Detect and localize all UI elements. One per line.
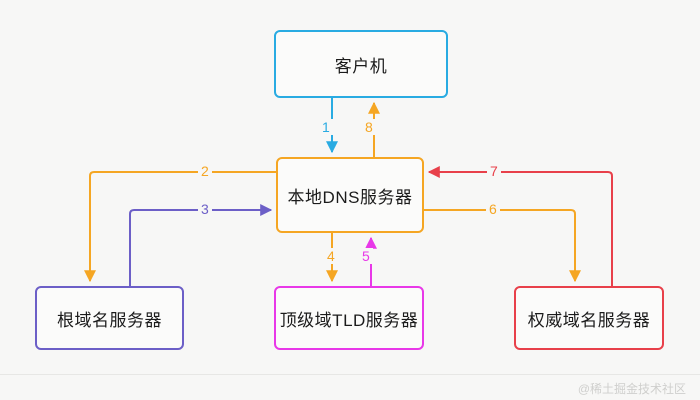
footer-divider xyxy=(0,374,700,375)
node-root-name-server[interactable]: 根域名服务器 xyxy=(35,286,184,350)
node-client[interactable]: 客户机 xyxy=(274,30,448,98)
node-authoritative-label: 权威域名服务器 xyxy=(527,310,651,330)
edge-label-1: 1 xyxy=(319,119,333,135)
node-root-label: 根域名服务器 xyxy=(57,310,162,330)
edge-label-8: 8 xyxy=(362,119,376,135)
node-client-label: 客户机 xyxy=(334,56,388,76)
node-local-dns-label: 本地DNS服务器 xyxy=(287,187,413,207)
edge-6-path xyxy=(424,209,581,283)
edge-label-5: 5 xyxy=(359,248,373,264)
edge-3-path xyxy=(129,204,273,286)
node-local-dns[interactable]: 本地DNS服务器 xyxy=(276,157,424,233)
watermark: @稀土掘金技术社区 xyxy=(577,382,686,396)
edge-label-4: 4 xyxy=(324,248,338,264)
edge-label-6: 6 xyxy=(486,201,500,217)
node-tld-server[interactable]: 顶级域TLD服务器 xyxy=(274,286,424,350)
node-authoritative-name-server[interactable]: 权威域名服务器 xyxy=(514,286,664,350)
node-tld-label: 顶级域TLD服务器 xyxy=(279,310,419,330)
edge-label-3: 3 xyxy=(198,201,212,217)
edge-2-path xyxy=(84,171,276,283)
edge-7-path xyxy=(427,166,613,286)
edge-label-7: 7 xyxy=(487,163,501,179)
edge-label-2: 2 xyxy=(198,163,212,179)
